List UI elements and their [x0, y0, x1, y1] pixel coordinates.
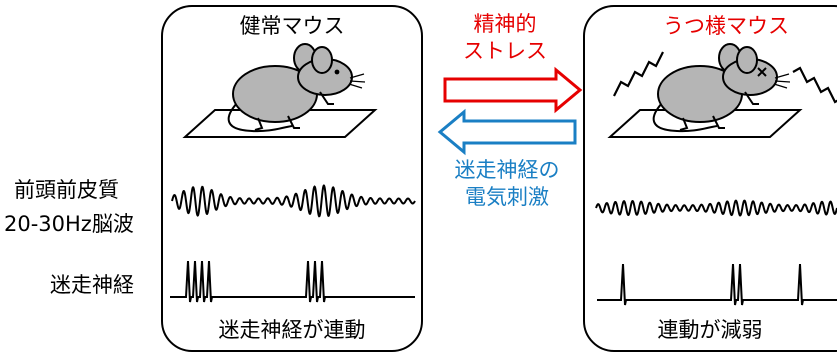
mouse-feet [679, 91, 759, 131]
healthy-caption: 迷走神経が連動 [218, 318, 366, 342]
mouse-whiskers [773, 73, 791, 89]
vagus-label: 迷走神経 [50, 273, 134, 297]
stimulation-arrow-left [437, 108, 577, 156]
eeg-wave-healthy [171, 184, 416, 218]
vagus-trace-healthy [170, 260, 415, 303]
mouse-eye [334, 69, 340, 75]
vagus-stim-label-line2: 電気刺激 [465, 185, 549, 209]
stress-label-line2: ストレス [463, 39, 547, 63]
depressed-caption: 連動が減弱 [657, 318, 763, 342]
vagus-trace-depressed [597, 263, 837, 306]
floor-plate [607, 109, 803, 138]
stress-arrow-right [443, 66, 583, 114]
pfc-label: 前頭前皮質 [14, 178, 119, 202]
mouse-tail [227, 99, 293, 133]
vagus-stim-label-line1: 迷走神経の [454, 158, 560, 182]
mouse-ear-front [311, 46, 333, 74]
mouse-eye-cross [757, 67, 767, 77]
depressed-mouse-title: うつ様マウス [663, 14, 789, 38]
right-panel-frame [583, 5, 837, 352]
mouse-whiskers [348, 73, 366, 89]
eeg-band-label: 20-30Hz脳波 [4, 212, 134, 236]
floor-plate [182, 109, 378, 138]
depressed-mouse-illustration [607, 43, 837, 138]
stress-squiggle-right [792, 66, 837, 104]
stress-label-line1: 精神的 [473, 12, 537, 36]
mouse-ear-front [736, 46, 758, 74]
left-panel-frame [161, 5, 423, 352]
mouse-tail [652, 99, 718, 133]
stress-squiggle-left [613, 51, 664, 97]
healthy-mouse-illustration [182, 43, 378, 138]
healthy-mouse-title: 健常マウス [239, 14, 345, 38]
mouse-feet [254, 91, 334, 131]
eeg-wave-depressed [595, 199, 837, 217]
